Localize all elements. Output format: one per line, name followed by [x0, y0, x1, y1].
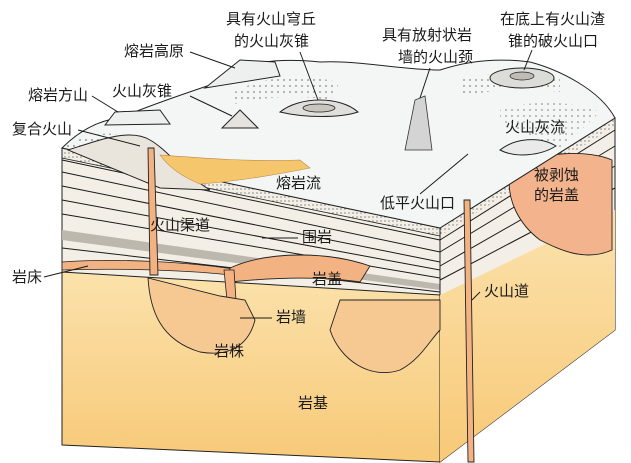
label-lava-flow: 熔岩流 [276, 174, 321, 192]
label-radial-dike-neck-2: 墙的火山颈 [398, 48, 473, 66]
lava-mesa-shape [105, 110, 170, 125]
label-batholith: 岩基 [298, 394, 328, 412]
label-ash-cone: 火山灰锥 [112, 82, 172, 100]
label-ash-flow: 火山灰流 [505, 118, 565, 136]
label-stock: 岩株 [214, 342, 244, 360]
label-maar: 低平火山口 [380, 194, 455, 212]
label-volcanic-pipe: 火山道 [484, 282, 529, 300]
label-lava-plateau: 熔岩高原 [124, 42, 184, 60]
label-radial-dike-neck-1: 具有放射状岩 [382, 26, 472, 44]
label-dike: 岩墙 [276, 308, 306, 326]
label-composite-volcano: 复合火山 [12, 120, 72, 138]
label-lava-mesa: 熔岩方山 [28, 86, 88, 104]
label-volcanic-conduit: 火山渠道 [150, 216, 210, 234]
label-breached-crater-1: 在底上有火山渣 [500, 10, 605, 28]
label-breached-crater-2: 锥的破火山口 [508, 32, 598, 50]
label-eroded-laccolith-1: 被剥蚀 [534, 166, 579, 184]
label-sill: 岩床 [12, 268, 42, 286]
label-ash-cone-dome-1: 具有火山穹丘 [226, 10, 316, 28]
label-ash-cone-dome-2: 的火山灰锥 [234, 32, 309, 50]
label-eroded-laccolith-2: 的岩盖 [534, 186, 579, 204]
label-laccolith: 岩盖 [312, 270, 342, 288]
label-country-rock: 围岩 [302, 228, 332, 246]
